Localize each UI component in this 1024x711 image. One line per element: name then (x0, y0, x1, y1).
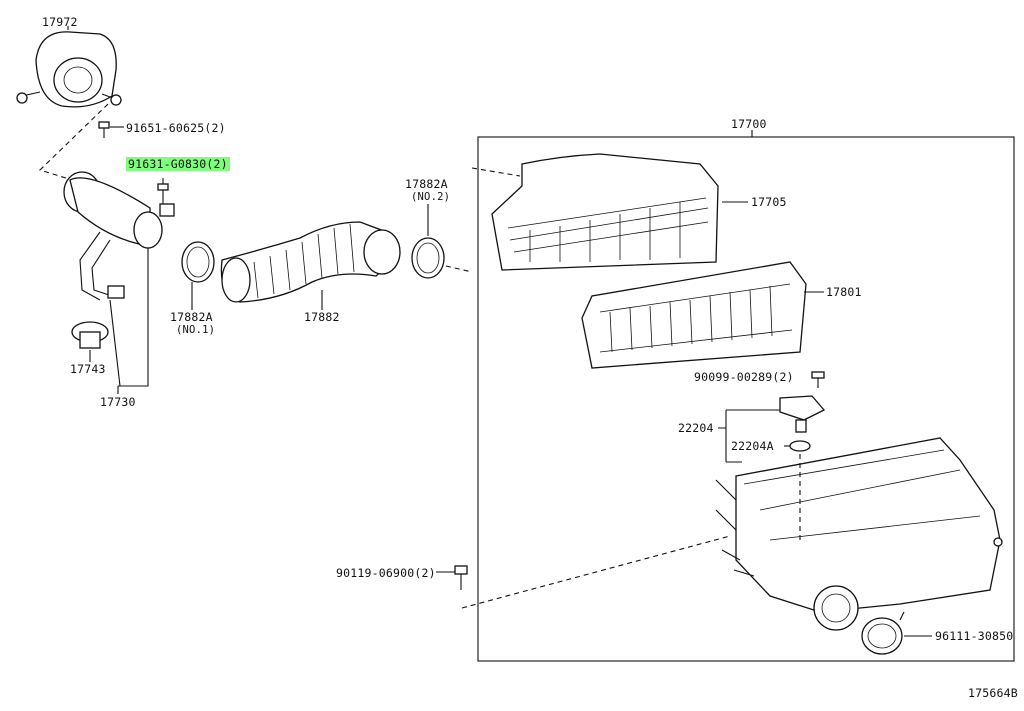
resonator-drawing (16, 31, 122, 108)
part-label-22204[interactable]: 22204 (678, 421, 714, 435)
bolt-drawing (98, 121, 124, 138)
vent-valve-drawing (71, 321, 109, 349)
part-label-90119-06900[interactable]: 90119-06900(2) (336, 566, 436, 580)
air-cleaner-assembly-box (477, 136, 1015, 662)
part-label-17743[interactable]: 17743 (70, 362, 106, 376)
air-hose-drawing (220, 221, 401, 303)
air-cleaner-case-drawing (715, 437, 1003, 631)
part-label-22204a[interactable]: 22204A (731, 439, 774, 453)
intake-pipe-drawing (63, 171, 175, 301)
mass-air-flow-sensor-drawing (779, 395, 826, 433)
part-label-17882a-no2[interactable]: 17882A (405, 177, 448, 191)
air-filter-element-drawing (581, 261, 807, 369)
part-label-90099-00289[interactable]: 90099-00289(2) (694, 370, 794, 384)
part-sublabel-no2: (NO.2) (411, 191, 451, 203)
part-label-91631-g0830[interactable]: 91631-G0830(2) (126, 157, 230, 171)
clamp-96111-drawing (861, 617, 903, 655)
part-sublabel-no1: (NO.1) (176, 324, 216, 336)
air-cleaner-cap-drawing (491, 153, 719, 271)
part-label-17972[interactable]: 17972 (42, 15, 78, 29)
part-label-17730[interactable]: 17730 (100, 395, 136, 409)
part-label-91651-60625[interactable]: 91651-60625(2) (126, 121, 226, 135)
part-label-17801[interactable]: 17801 (826, 285, 862, 299)
highlighted-part-number: 91631-G0830(2) (126, 157, 230, 171)
part-label-96111-30850[interactable]: 96111-30850 (935, 629, 1014, 643)
part-label-17882[interactable]: 17882 (304, 310, 340, 324)
part-label-17705[interactable]: 17705 (751, 195, 787, 209)
diagram-id: 175664B (968, 686, 1018, 700)
part-label-17882a-no1[interactable]: 17882A (170, 310, 213, 324)
part-label-17700[interactable]: 17700 (731, 117, 767, 131)
